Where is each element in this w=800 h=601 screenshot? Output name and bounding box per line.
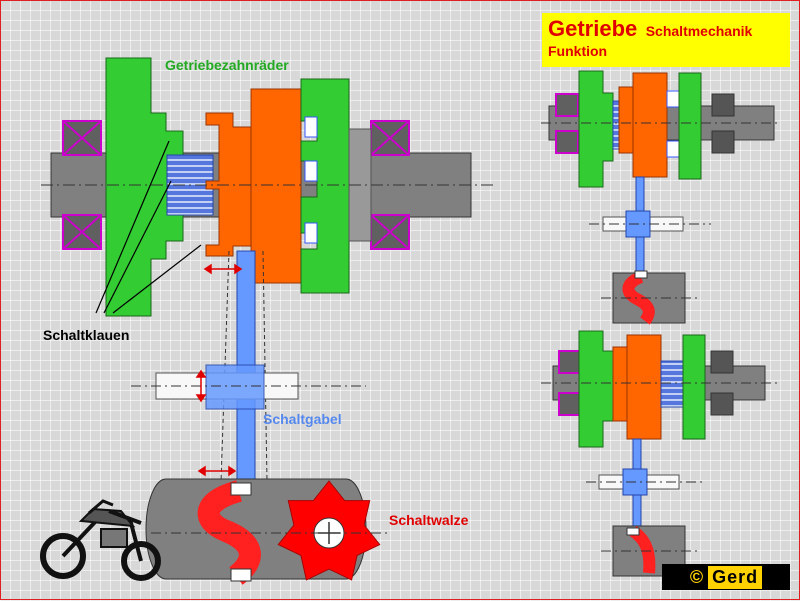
bearing-left bbox=[62, 120, 102, 250]
mini-diagram-bottom bbox=[541, 330, 781, 577]
left-gear bbox=[105, 57, 184, 317]
star-wheel bbox=[277, 480, 381, 581]
dog-pointers bbox=[95, 140, 202, 314]
title-subtitle: Schaltmechanik bbox=[645, 23, 753, 39]
title-line2: Funktion bbox=[548, 43, 608, 59]
copyright-name: Gerd bbox=[708, 565, 763, 589]
drum-groove bbox=[197, 480, 261, 585]
label-drum: Schaltwalze bbox=[389, 512, 469, 528]
movement-arrows bbox=[195, 263, 243, 477]
copyright-badge: © Gerd bbox=[662, 564, 790, 590]
motorcycle-image bbox=[40, 499, 161, 581]
label-gears: Getriebezahnräder bbox=[165, 57, 289, 73]
copyright-symbol: © bbox=[689, 566, 705, 587]
title-box: Getriebe Schaltmechanik Funktion bbox=[542, 13, 790, 67]
sleeve-body bbox=[250, 88, 302, 284]
label-dogs: Schaltklauen bbox=[43, 327, 130, 343]
mini-diagram-top bbox=[541, 70, 781, 325]
title-main: Getriebe bbox=[548, 16, 638, 41]
label-fork: Schaltgabel bbox=[263, 411, 342, 427]
bearing-right bbox=[370, 120, 410, 250]
